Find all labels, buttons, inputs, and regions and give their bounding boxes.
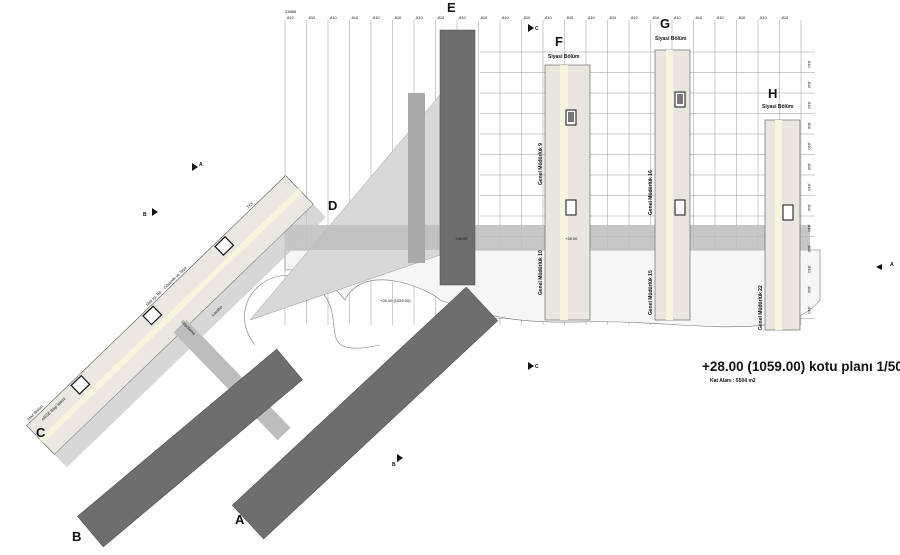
label-g-siyasi: Siyasi Bölüm	[655, 36, 687, 42]
module-dimension: ,810	[807, 142, 812, 151]
module-dimension: ,810	[673, 15, 682, 20]
module-dimension: ,810	[807, 122, 812, 131]
label-f-siyasi: Siyasi Bölüm	[548, 54, 580, 60]
module-dimension: ,810	[738, 15, 747, 20]
floor-area-label: Kat Alanı : 5504 m2	[710, 378, 756, 384]
block-label-e: E	[447, 0, 456, 15]
svg-text:B: B	[392, 462, 396, 468]
block-label-c: C	[36, 425, 46, 440]
section-mark-b-bottom: B	[392, 454, 403, 468]
module-dimension: ,810	[523, 15, 532, 20]
module-dimension: ,810	[394, 15, 403, 20]
svg-text:B: B	[143, 212, 147, 218]
module-dimension: ,810	[351, 15, 360, 20]
section-mark-a-left: A	[192, 162, 203, 171]
module-dimension: ,810	[587, 15, 596, 20]
module-dimension: ,810	[759, 15, 768, 20]
section-mark-a-right: A	[876, 262, 894, 270]
module-dimension: ,810	[609, 15, 618, 20]
tower-h	[764, 119, 801, 331]
module-dimension: ,810	[807, 224, 812, 233]
module-dimension: ,810	[329, 15, 338, 20]
module-dimension: ,810	[807, 163, 812, 172]
block-label-d: D	[328, 198, 337, 213]
module-dimension: ,810	[695, 15, 704, 20]
label-tky: TKY	[245, 200, 254, 209]
label-h-gm22: Genel Müdürlük 22	[758, 285, 764, 330]
bridge-bar	[408, 93, 425, 263]
section-mark-b-top: B	[143, 208, 158, 218]
module-dimension: ,810	[807, 265, 812, 274]
section-mark-c-bottom: C	[528, 362, 539, 370]
module-dimension: ,810	[286, 15, 295, 20]
module-dimension: ,810	[807, 81, 812, 90]
top-dimension: 23885	[285, 9, 297, 14]
block-label-g: G	[660, 16, 670, 31]
module-dimension: ,810	[652, 15, 661, 20]
module-dimension: ,810	[415, 15, 424, 20]
block-e	[439, 29, 476, 286]
module-dimension: ,810	[807, 183, 812, 192]
module-dimension: ,810	[716, 15, 725, 20]
block-label-h: H	[768, 86, 777, 101]
level-f: +28.00	[565, 236, 578, 241]
section-mark-c-top: C	[528, 24, 539, 32]
module-dimension: ,810	[544, 15, 553, 20]
module-dimension: ,810	[807, 60, 812, 69]
plan-title: +28.00 (1059.00) kotu planı 1/500	[702, 359, 900, 374]
module-dimension: ,810	[480, 15, 489, 20]
label-g-gm15: Genel Müdürlük 15	[648, 270, 654, 315]
module-dimension: ,810	[807, 286, 812, 295]
module-dimension: ,810	[308, 15, 317, 20]
svg-text:A: A	[199, 162, 203, 168]
label-h-siyasi: Siyasi Bölüm	[762, 104, 794, 110]
module-dimension: ,810	[781, 15, 790, 20]
level-plaza: +28.00 (1059.00)	[380, 298, 411, 303]
module-dimension: ,810	[501, 15, 510, 20]
module-dimension: ,810	[807, 245, 812, 254]
module-dimension: ,810	[372, 15, 381, 20]
block-label-b: B	[72, 529, 81, 544]
block-a	[231, 286, 499, 540]
svg-text:C: C	[535, 26, 539, 32]
module-dimension: ,810	[566, 15, 575, 20]
module-dimension: ,810	[807, 306, 812, 315]
block-label-f: F	[555, 34, 563, 49]
svg-text:C: C	[535, 364, 539, 370]
label-f-gm9: Genel Müdürlük 9	[538, 143, 544, 185]
level-corridor: +28.00	[455, 236, 468, 241]
module-dimensions: ,810 ,810 ,810 ,810 ,810 ,810 ,810 ,810 ,810 ,810…	[286, 15, 812, 315]
module-dimension: ,810	[458, 15, 467, 20]
module-dimension: ,810	[630, 15, 639, 20]
tower-f	[544, 64, 591, 321]
label-f-gm10: Genel Müdürlük 10	[538, 250, 544, 295]
label-g-gm16: Genel Müdürlük 16	[648, 170, 654, 215]
module-dimension: ,810	[807, 101, 812, 110]
tower-g	[654, 49, 691, 321]
block-label-a: A	[235, 512, 245, 527]
block-b	[77, 348, 303, 548]
module-dimension: ,810	[807, 204, 812, 213]
module-dimension: ,810	[437, 15, 446, 20]
svg-text:A: A	[890, 262, 894, 268]
